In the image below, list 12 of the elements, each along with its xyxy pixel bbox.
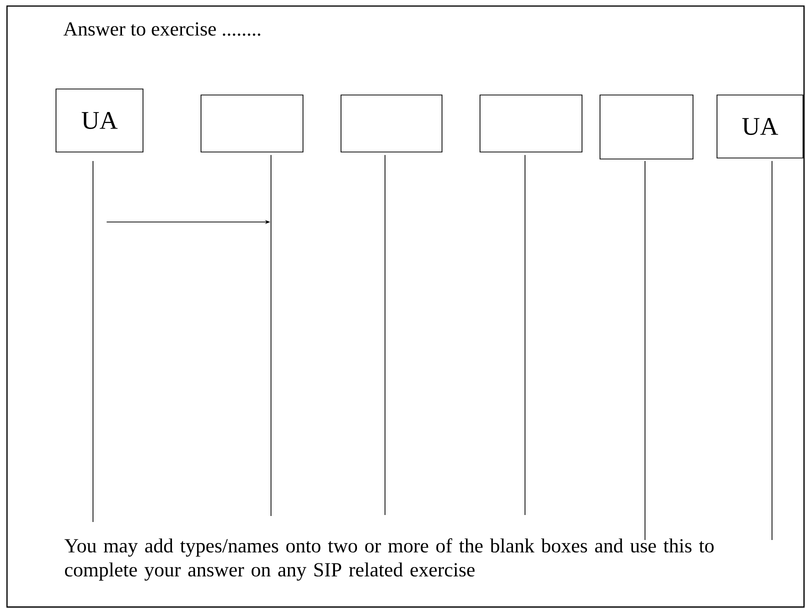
actor-box: UA: [56, 88, 144, 152]
title: Answer to exercise ........: [63, 22, 260, 36]
blank-box: [200, 94, 304, 152]
lifeline: [524, 155, 526, 515]
actor-box: UA: [716, 94, 804, 158]
blank-box: [480, 94, 582, 152]
lifeline: [384, 155, 386, 515]
blank-box: [340, 94, 442, 152]
blank-box: [600, 94, 694, 160]
lifeline: [92, 161, 94, 522]
lifeline: [644, 161, 646, 540]
note: You may add types/names onto two or more of the blank boxes and use this to complete your answer on any SIP related exercise: [64, 538, 714, 581]
